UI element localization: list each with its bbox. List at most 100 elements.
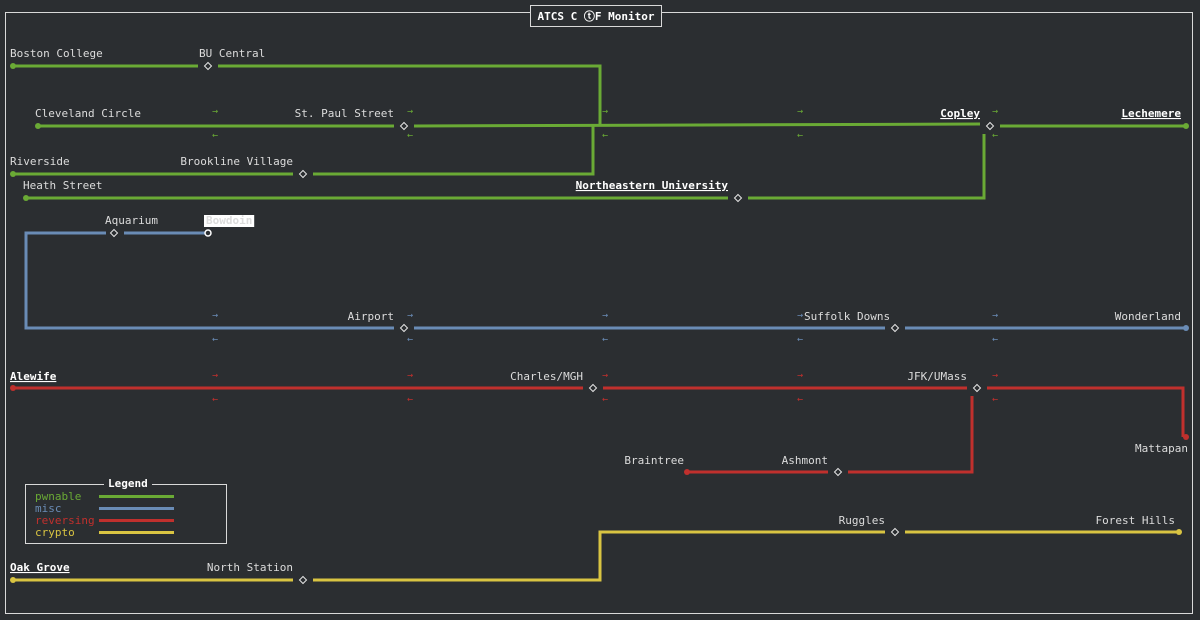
station-label-copley: Copley [940,107,980,120]
station-label-forest-hills: Forest Hills [1096,514,1175,527]
legend-label-misc: misc [35,502,62,515]
arrow-left-icon: ← [212,130,218,141]
station-label-bowdoin: Bowdoin [206,214,252,227]
track-reversing-16 [848,396,974,474]
arrow-left-icon: ← [407,394,413,405]
station-marker-alewife [10,385,16,391]
station-label-aquarium: Aquarium [105,214,158,227]
station-marker-airport [399,323,409,333]
station-marker-cleveland-circle [35,123,41,129]
arrow-right-icon: → [212,106,218,117]
station-label-alewife: Alewife [10,370,57,383]
station-marker-charles-mgh [588,383,598,393]
arrow-left-icon: ← [407,334,413,345]
station-label-lechemere: Lechemere [1121,107,1181,120]
legend-label-reversing: reversing [35,514,95,527]
legend-item-crypto: crypto [35,527,75,539]
station-marker-mattapan [1183,434,1189,440]
legend-label-pwnable: pwnable [35,490,82,503]
station-label-st-paul-street: St. Paul Street [295,107,394,120]
station-label-boston-college: Boston College [10,47,103,60]
station-marker-forest-hills [1176,529,1182,535]
legend-label-crypto: crypto [35,526,75,539]
station-label-north-station: North Station [207,561,293,574]
station-marker-copley [985,121,995,131]
station-marker-northeastern-university [733,193,743,203]
station-marker-oak-grove [10,577,16,583]
arrow-right-icon: → [602,310,608,321]
station-marker-ruggles [890,527,900,537]
track-pwnable-8 [748,134,986,200]
station-marker-st-paul-street [399,121,409,131]
arrow-right-icon: → [407,310,413,321]
arrow-left-icon: ← [602,130,608,141]
station-label-jfk-umass: JFK/UMass [907,370,967,383]
arrow-left-icon: ← [797,130,803,141]
arrow-right-icon: → [992,370,998,381]
station-marker-ashmont [833,467,843,477]
station-marker-brookline-village [298,169,308,179]
station-label-oak-grove: Oak Grove [10,561,70,574]
station-label-airport: Airport [348,310,394,323]
station-label-wonderland: Wonderland [1115,310,1181,323]
station-label-cleveland-circle: Cleveland Circle [35,107,141,120]
arrow-left-icon: ← [797,334,803,345]
station-marker-aquarium [109,228,119,238]
station-marker-bowdoin [204,229,212,237]
track-pwnable-6 [313,126,595,176]
station-label-ashmont: Ashmont [782,454,828,467]
arrow-left-icon: ← [212,334,218,345]
arrow-right-icon: → [212,310,218,321]
legend-title: Legend [104,477,152,490]
arrow-left-icon: ← [797,394,803,405]
arrow-right-icon: → [797,370,803,381]
arrow-right-icon: → [407,370,413,381]
station-marker-jfk-umass [972,383,982,393]
track-pwnable-1 [218,64,602,124]
legend-item-misc: misc [35,503,62,515]
arrow-left-icon: ← [602,394,608,405]
arrow-right-icon: → [992,310,998,321]
station-label-bu-central: BU Central [199,47,265,60]
station-label-braintree: Braintree [624,454,684,467]
legend-swatch-crypto [99,531,174,534]
station-label-brookline-village: Brookline Village [180,155,293,168]
arrow-right-icon: → [212,370,218,381]
track-pwnable-3 [413,122,981,128]
arrow-left-icon: ← [992,130,998,141]
arrow-right-icon: → [407,106,413,117]
station-marker-north-station [298,575,308,585]
arrow-right-icon: → [992,106,998,117]
arrow-left-icon: ← [602,334,608,345]
station-label-northeastern-university: Northeastern University [576,179,729,192]
arrow-left-icon: ← [992,394,998,405]
station-marker-boston-college [10,63,16,69]
station-label-suffolk-downs: Suffolk Downs [804,310,890,323]
arrow-right-icon: → [602,370,608,381]
arrow-right-icon: → [797,310,803,321]
station-selection-bowdoin [204,215,255,227]
station-marker-braintree [684,469,690,475]
station-marker-heath-street [23,195,29,201]
arrow-right-icon: → [797,106,803,117]
track-reversing-15 [987,386,1185,437]
track-crypto-19 [313,530,885,582]
station-marker-riverside [10,171,16,177]
legend-item-pwnable: pwnable [35,491,81,503]
station-marker-suffolk-downs [890,323,900,333]
arrow-left-icon: ← [992,334,998,345]
legend-item-reversing: reversing [35,515,95,527]
station-label-riverside: Riverside [10,155,70,168]
legend-swatch-misc [99,507,174,510]
station-marker-bu-central [203,61,213,71]
arrow-right-icon: → [602,106,608,117]
legend-swatch-reversing [99,519,174,522]
station-label-mattapan: Mattapan [1135,442,1188,455]
station-label-heath-street: Heath Street [23,179,102,192]
legend-box: Legend pwnable misc reversing crypto [25,477,227,544]
monitor-title: ATCS C ⓣF Monitor [530,5,662,27]
station-marker-wonderland [1183,325,1189,331]
station-label-charles-mgh: Charles/MGH [510,370,583,383]
track-misc-9 [24,231,394,330]
